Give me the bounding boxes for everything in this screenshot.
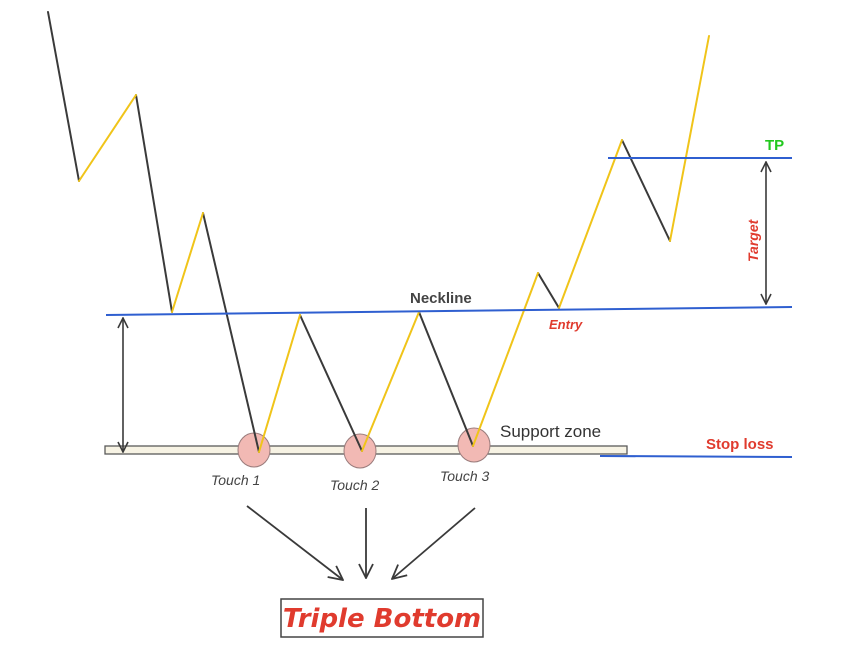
up-segment bbox=[258, 314, 301, 453]
price-path-down bbox=[47, 11, 671, 453]
down-segment bbox=[299, 314, 363, 452]
tp-label: TP bbox=[765, 137, 784, 154]
up-segment bbox=[171, 212, 204, 313]
neckline-label: Neckline bbox=[410, 290, 472, 307]
up-segment bbox=[669, 35, 710, 242]
touch1-arrow bbox=[246, 505, 343, 580]
title-box bbox=[280, 598, 484, 638]
up-segment bbox=[472, 272, 539, 447]
touch-2-label: Touch 2 bbox=[330, 477, 380, 493]
price-path-up bbox=[78, 35, 710, 453]
support-zone-label: Support zone bbox=[500, 422, 601, 441]
touch-marker-1 bbox=[237, 432, 271, 468]
down-segment bbox=[418, 311, 474, 447]
down-segment bbox=[135, 94, 173, 313]
stop-loss-line bbox=[599, 455, 793, 458]
down-segment bbox=[621, 139, 671, 242]
touch-3-label: Touch 3 bbox=[440, 468, 490, 484]
target-label: Target bbox=[745, 218, 761, 262]
touch-marker-2 bbox=[343, 433, 377, 469]
up-segment bbox=[558, 139, 623, 309]
stop-loss-label: Stop loss bbox=[706, 436, 774, 453]
up-segment bbox=[361, 311, 420, 452]
pattern-title: Triple Bottom bbox=[283, 604, 481, 634]
down-segment bbox=[537, 272, 560, 309]
entry-label: Entry bbox=[549, 317, 583, 332]
touch3-arrow bbox=[392, 507, 476, 579]
touch-1-label: Touch 1 bbox=[211, 472, 260, 488]
neckline bbox=[105, 306, 793, 316]
up-segment bbox=[78, 94, 137, 182]
down-segment bbox=[47, 11, 80, 182]
down-segment bbox=[202, 212, 260, 453]
